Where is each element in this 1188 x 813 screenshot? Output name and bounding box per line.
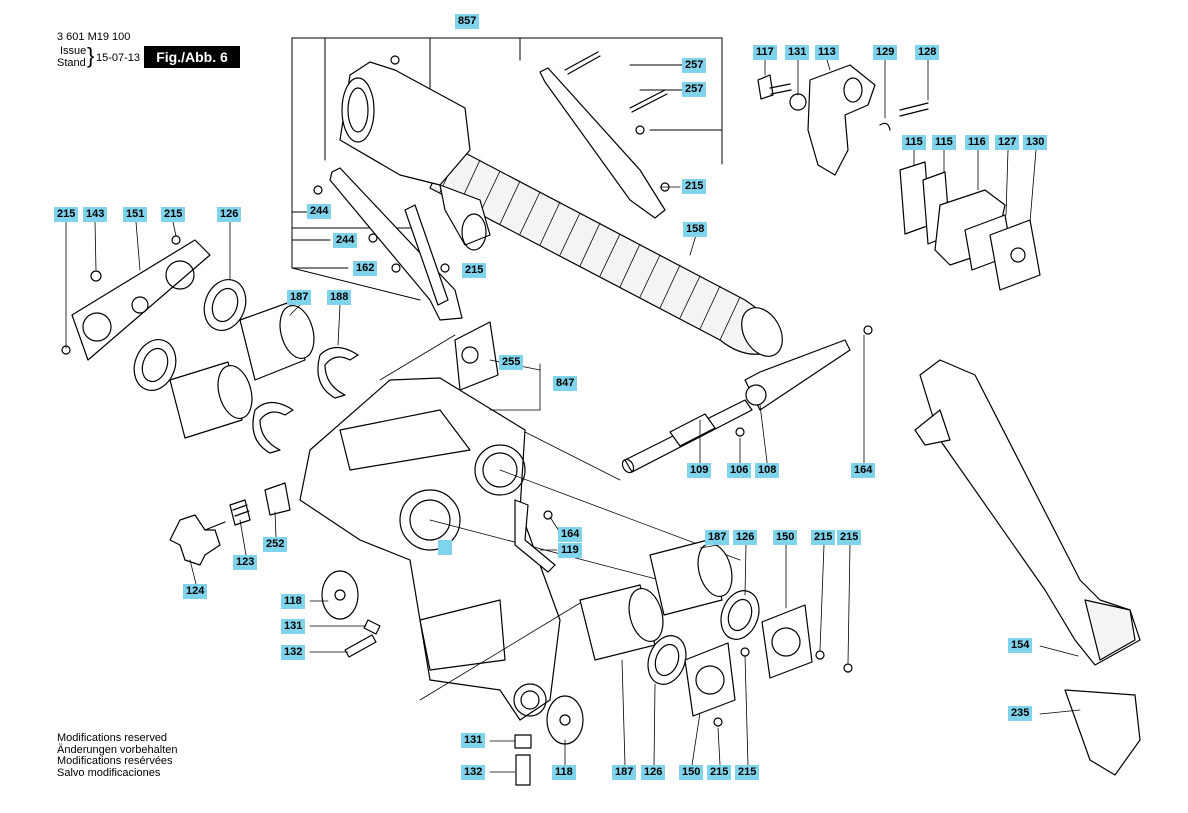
callout-124: 124 — [183, 584, 208, 599]
callout-150: 150 — [773, 530, 798, 545]
callout-215: 215 — [837, 530, 862, 545]
callout-164: 164 — [558, 527, 583, 542]
callout-154: 154 — [1008, 638, 1033, 653]
callout-215: 215 — [462, 263, 487, 278]
sleeves-187-right — [579, 539, 733, 661]
callout-857: 857 — [455, 14, 480, 29]
callout-244-a: 244 — [307, 204, 332, 219]
callout-187: 187 — [612, 765, 637, 780]
callout-187: 187 — [705, 530, 730, 545]
callout-164: 164 — [851, 463, 876, 478]
callout-115-a: 115 — [902, 135, 926, 150]
figure-badge: Fig./Abb. 6 — [144, 46, 240, 68]
callout-132: 132 — [281, 645, 306, 660]
callout-215: 215 — [707, 765, 732, 780]
callout-131: 131 — [281, 619, 306, 634]
callout-127: 127 — [995, 135, 1020, 150]
clips-188 — [252, 346, 359, 454]
callout-131: 131 — [785, 45, 810, 60]
callout-119: 119 — [558, 543, 582, 558]
leader-lines — [65, 59, 1081, 773]
callout-215: 215 — [811, 530, 836, 545]
note-de: Änderungen vorbehalten — [57, 743, 178, 756]
plates-150 — [684, 604, 813, 717]
callout-126: 126 — [733, 530, 758, 545]
spring-123 — [229, 499, 251, 526]
callout-215: 215 — [54, 207, 79, 222]
callout-162: 162 — [353, 261, 378, 276]
screws-257 — [564, 51, 668, 113]
dust-hose-158 — [429, 144, 783, 357]
callout-235: 235 — [1008, 706, 1033, 721]
callout-126: 126 — [217, 207, 242, 222]
bolts-132 — [344, 619, 532, 786]
support-bracket-right — [539, 67, 666, 219]
support-bracket-left — [329, 167, 463, 321]
callout-128: 128 — [915, 45, 940, 60]
callout-109: 109 — [687, 463, 712, 478]
issue-label: Issue — [60, 45, 87, 57]
callout-188: 188 — [327, 290, 352, 305]
callout-106: 106 — [727, 463, 752, 478]
callout-215: 215 — [161, 207, 186, 222]
pin-128 — [879, 102, 929, 131]
callout-215: 215 — [735, 765, 760, 780]
callout-244-b: 244 — [333, 233, 358, 248]
note-fr: Modifications resérvées — [57, 755, 173, 767]
callout-129: 129 — [873, 45, 898, 60]
bracket-113 — [807, 64, 876, 176]
knob-124 — [169, 514, 226, 566]
rings-left — [133, 279, 247, 391]
callout-131: 131 — [461, 733, 486, 748]
callout-847: 847 — [553, 376, 578, 391]
bolt-117 — [757, 74, 807, 111]
note-en: Modifications reserved — [57, 732, 168, 744]
callout-115-b: 115 — [932, 135, 956, 150]
doc-number: 3 601 M19 100 — [57, 31, 131, 43]
shaft-109 — [621, 399, 753, 474]
marker-blank: 164 — [438, 540, 452, 555]
gasket-plate-151 — [71, 239, 211, 361]
pad-130 — [989, 219, 1041, 291]
lever-108 — [744, 339, 851, 411]
rings-126-right — [647, 590, 760, 685]
sleeves-187-left — [169, 301, 315, 439]
screws-215 — [61, 55, 873, 727]
callout-143: 143 — [83, 207, 108, 222]
callout-257-a: 257 — [682, 58, 707, 73]
guard-235 — [1064, 689, 1141, 776]
callout-117: 117 — [753, 45, 777, 60]
chute-154 — [914, 359, 1141, 666]
clip-252 — [264, 482, 291, 516]
callout-123: 123 — [233, 555, 258, 570]
main-housing — [299, 377, 561, 721]
callout-130: 130 — [1023, 135, 1048, 150]
note-es: Salvo modificaciones — [57, 766, 161, 779]
issue-date: 15-07-13 — [96, 52, 141, 64]
callout-108: 108 — [755, 463, 780, 478]
callout-118: 118 — [281, 594, 305, 609]
callout-126: 126 — [641, 765, 666, 780]
callout-118: 118 — [552, 765, 576, 780]
callout-255: 255 — [499, 355, 524, 370]
callout-187: 187 — [287, 290, 312, 305]
elbow-adapter — [339, 61, 491, 251]
callout-257-b: 257 — [682, 82, 707, 97]
callout-132: 132 — [461, 765, 486, 780]
spring-clip-119 — [514, 499, 556, 573]
stand-label: Stand — [57, 57, 86, 69]
callout-150: 150 — [679, 765, 704, 780]
callout-215: 215 — [682, 179, 707, 194]
callout-151: 151 — [123, 207, 148, 222]
callout-116: 116 — [965, 135, 989, 150]
modification-notes: Modifications reserved Änderungen vorbeh… — [57, 732, 178, 779]
brace: } — [87, 43, 95, 68]
callout-252: 252 — [263, 537, 288, 552]
gasket-255 — [454, 321, 499, 391]
callout-113: 113 — [815, 45, 839, 60]
callout-158: 158 — [683, 222, 708, 237]
